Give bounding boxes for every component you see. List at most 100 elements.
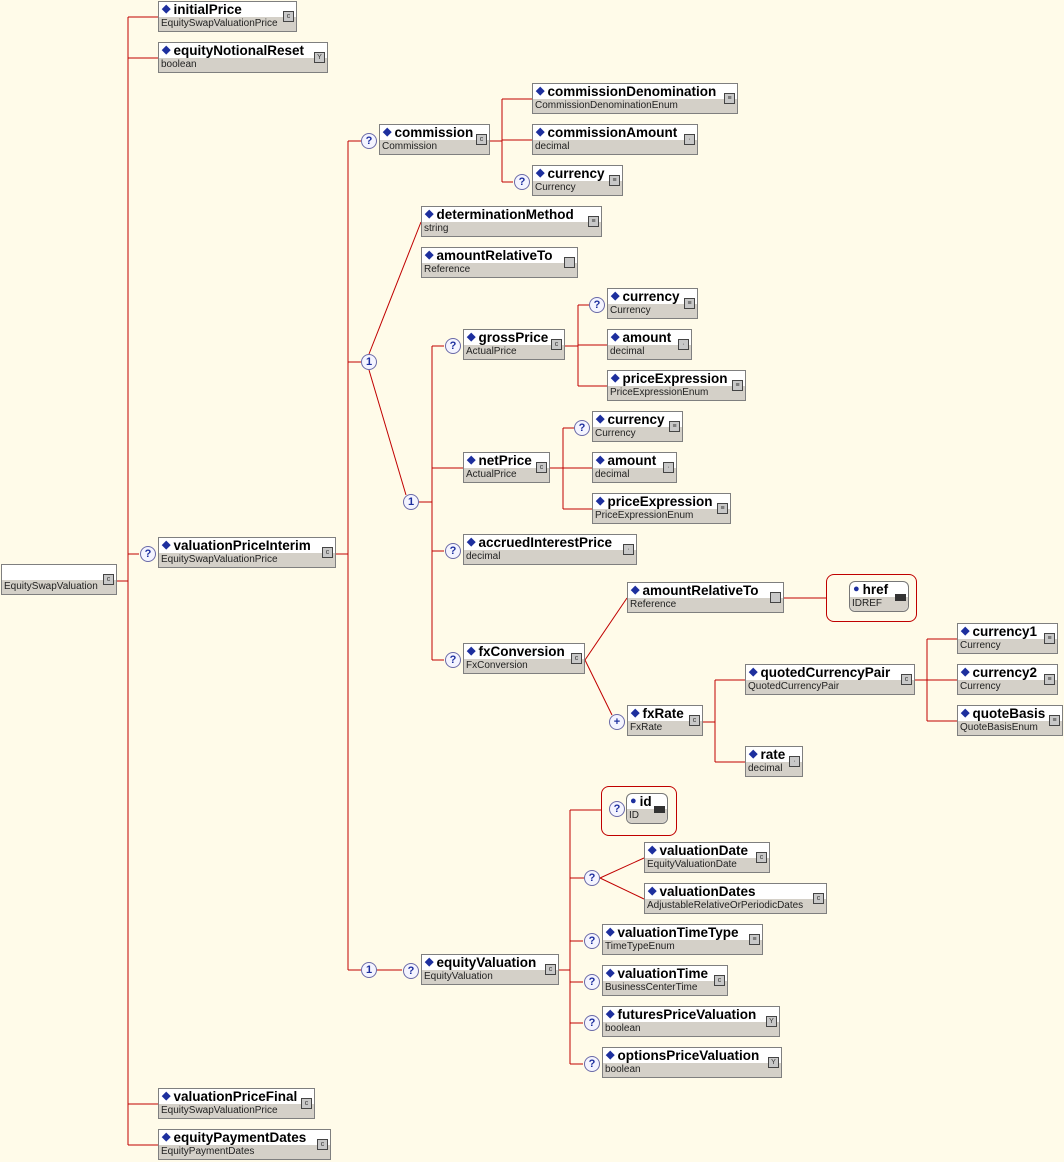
- element-name: priceExpression: [607, 494, 713, 509]
- enum-type-icon[interactable]: ≡: [669, 421, 680, 432]
- empty-type-icon[interactable]: [564, 257, 575, 268]
- element-type: AdjustableRelativeOrPeriodicDates: [645, 899, 826, 913]
- optional-icon: ?: [140, 546, 156, 562]
- element-type: IDREF: [850, 597, 908, 611]
- boolean-type-icon[interactable]: Y: [314, 52, 325, 63]
- enum-type-icon[interactable]: ≡: [588, 216, 599, 227]
- complex-type-icon[interactable]: c: [103, 574, 114, 585]
- complex-type-icon[interactable]: c: [322, 547, 333, 558]
- element-name: valuationTime: [617, 966, 708, 981]
- element-name: valuationTimeType: [617, 925, 739, 940]
- complex-type-icon[interactable]: c: [545, 964, 556, 975]
- element-name: quotedCurrencyPair: [760, 665, 891, 680]
- enum-type-icon[interactable]: ≡: [1049, 715, 1060, 726]
- enum-type-icon[interactable]: ≡: [732, 380, 743, 391]
- element-type: EquitySwapValuationPrice: [159, 553, 335, 567]
- enum-type-icon[interactable]: ≡: [1044, 633, 1055, 644]
- enum-type-icon[interactable]: ≡: [609, 175, 620, 186]
- enum-type-icon[interactable]: ≡: [684, 298, 695, 309]
- attribute-icon[interactable]: [895, 594, 906, 601]
- decimal-type-icon[interactable]: ·: [663, 462, 674, 473]
- attribute-icon[interactable]: [654, 806, 665, 813]
- element-type: ActualPrice: [464, 345, 564, 359]
- complex-type-icon[interactable]: c: [901, 674, 912, 685]
- complex-type-icon[interactable]: c: [301, 1098, 312, 1109]
- empty-type-icon[interactable]: [770, 592, 781, 603]
- element-name: amount: [622, 330, 672, 345]
- complex-type-icon[interactable]: c: [689, 715, 700, 726]
- complex-type-icon[interactable]: c: [571, 653, 582, 664]
- complex-type-icon[interactable]: c: [536, 462, 547, 473]
- repeat-icon: +: [609, 714, 625, 730]
- decimal-type-icon[interactable]: ·: [789, 756, 800, 767]
- complex-type-icon[interactable]: c: [813, 893, 824, 904]
- complex-type-icon[interactable]: c: [476, 134, 487, 145]
- complex-type-icon[interactable]: c: [756, 852, 767, 863]
- enum-type-icon[interactable]: ≡: [1044, 674, 1055, 685]
- enum-type-icon[interactable]: ≡: [717, 503, 728, 514]
- boolean-type-icon[interactable]: Y: [768, 1057, 779, 1068]
- element-diamond-icon: ◆: [467, 536, 476, 548]
- element-name: currency: [607, 412, 665, 427]
- decimal-type-icon[interactable]: ·: [623, 544, 634, 555]
- element-name: initialPrice: [173, 2, 242, 17]
- enum-type-icon[interactable]: ≡: [724, 93, 735, 104]
- complex-type-icon[interactable]: c: [283, 11, 294, 22]
- element-diamond-icon: ◆: [467, 645, 476, 657]
- optional-icon: ?: [445, 338, 461, 354]
- boolean-type-icon[interactable]: Y: [766, 1016, 777, 1027]
- element-type: TimeTypeEnum: [603, 940, 762, 954]
- enum-type-icon[interactable]: ≡: [749, 934, 760, 945]
- decimal-type-icon[interactable]: ·: [684, 134, 695, 145]
- element-name: valuationDates: [659, 884, 756, 899]
- optional-icon: ?: [514, 174, 530, 190]
- optional-icon: ?: [609, 801, 625, 817]
- element-diamond-icon: ◆: [606, 926, 615, 938]
- element-diamond-icon: ◆: [749, 666, 758, 678]
- complex-type-icon[interactable]: c: [317, 1139, 328, 1150]
- decimal-type-icon[interactable]: ·: [678, 339, 689, 350]
- element-type: decimal: [608, 345, 691, 359]
- complex-type-icon[interactable]: c: [551, 339, 562, 350]
- complex-type-icon[interactable]: c: [714, 975, 725, 986]
